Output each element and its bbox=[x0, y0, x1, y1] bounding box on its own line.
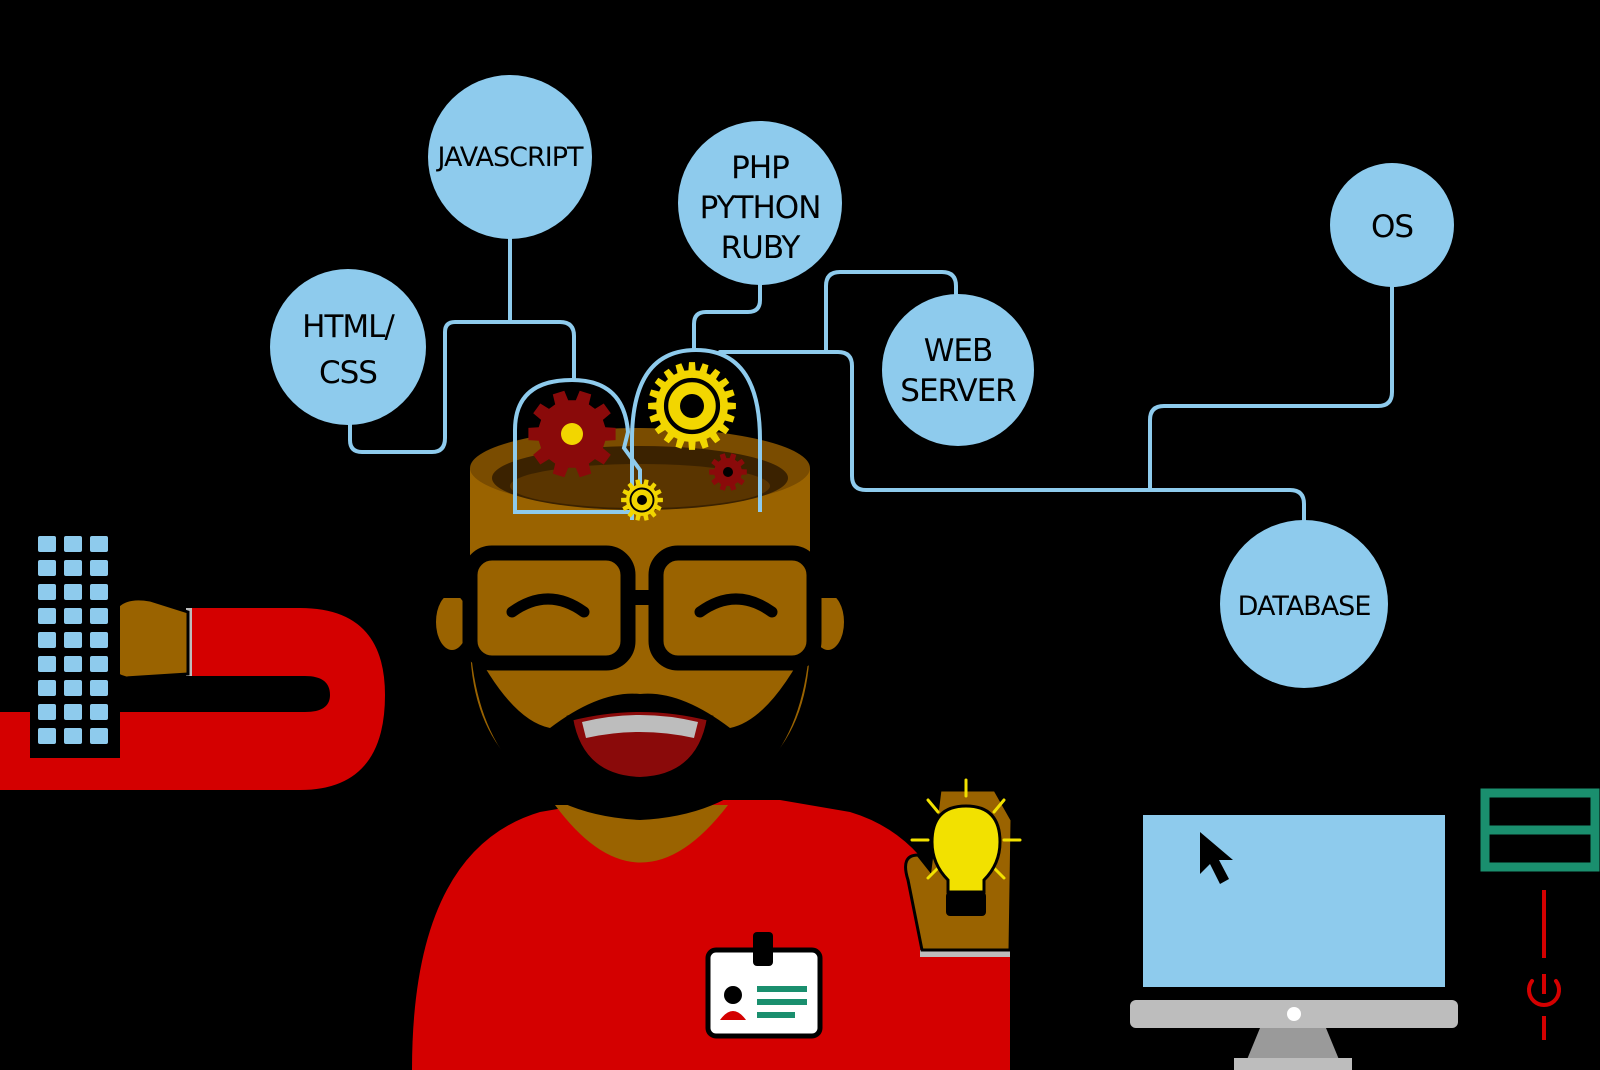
monitor-icon bbox=[1130, 815, 1458, 1070]
glasses bbox=[440, 545, 844, 671]
id-badge-icon bbox=[705, 932, 823, 1039]
bubble-html-css-line-1: HTML/ bbox=[302, 309, 395, 345]
bubble-os-label: OS bbox=[1371, 209, 1413, 245]
lightbulb-icon bbox=[910, 778, 1022, 916]
bubble-html-css: HTML/ CSS bbox=[270, 269, 426, 425]
server-icon bbox=[1480, 788, 1600, 958]
connector-lines bbox=[348, 230, 1394, 524]
mouse-cursor-icon bbox=[1200, 832, 1233, 884]
bubble-web-server-line-2: SERVER bbox=[900, 373, 1016, 409]
bubble-languages-line-1: PHP bbox=[731, 150, 789, 186]
developer-body bbox=[412, 800, 978, 1070]
bubble-javascript: JAVASCRIPT bbox=[428, 75, 592, 239]
bubble-html-css-line-2: CSS bbox=[319, 355, 377, 391]
bubble-database-label: DATABASE bbox=[1238, 591, 1371, 622]
bubble-web-server: WEB SERVER bbox=[882, 294, 1034, 446]
gears-icon bbox=[513, 347, 762, 521]
bubble-os: OS bbox=[1330, 163, 1454, 287]
keyboard-icon bbox=[30, 528, 120, 758]
bubble-languages-line-2: PYTHON bbox=[700, 190, 821, 226]
bubble-web-server-line-1: WEB bbox=[924, 333, 993, 369]
bubble-javascript-label: JAVASCRIPT bbox=[436, 142, 584, 173]
bubble-database: DATABASE bbox=[1220, 520, 1388, 688]
bubble-languages: PHP PYTHON RUBY bbox=[678, 121, 842, 285]
bubble-languages-line-3: RUBY bbox=[721, 230, 801, 266]
power-icon bbox=[1527, 974, 1561, 1040]
